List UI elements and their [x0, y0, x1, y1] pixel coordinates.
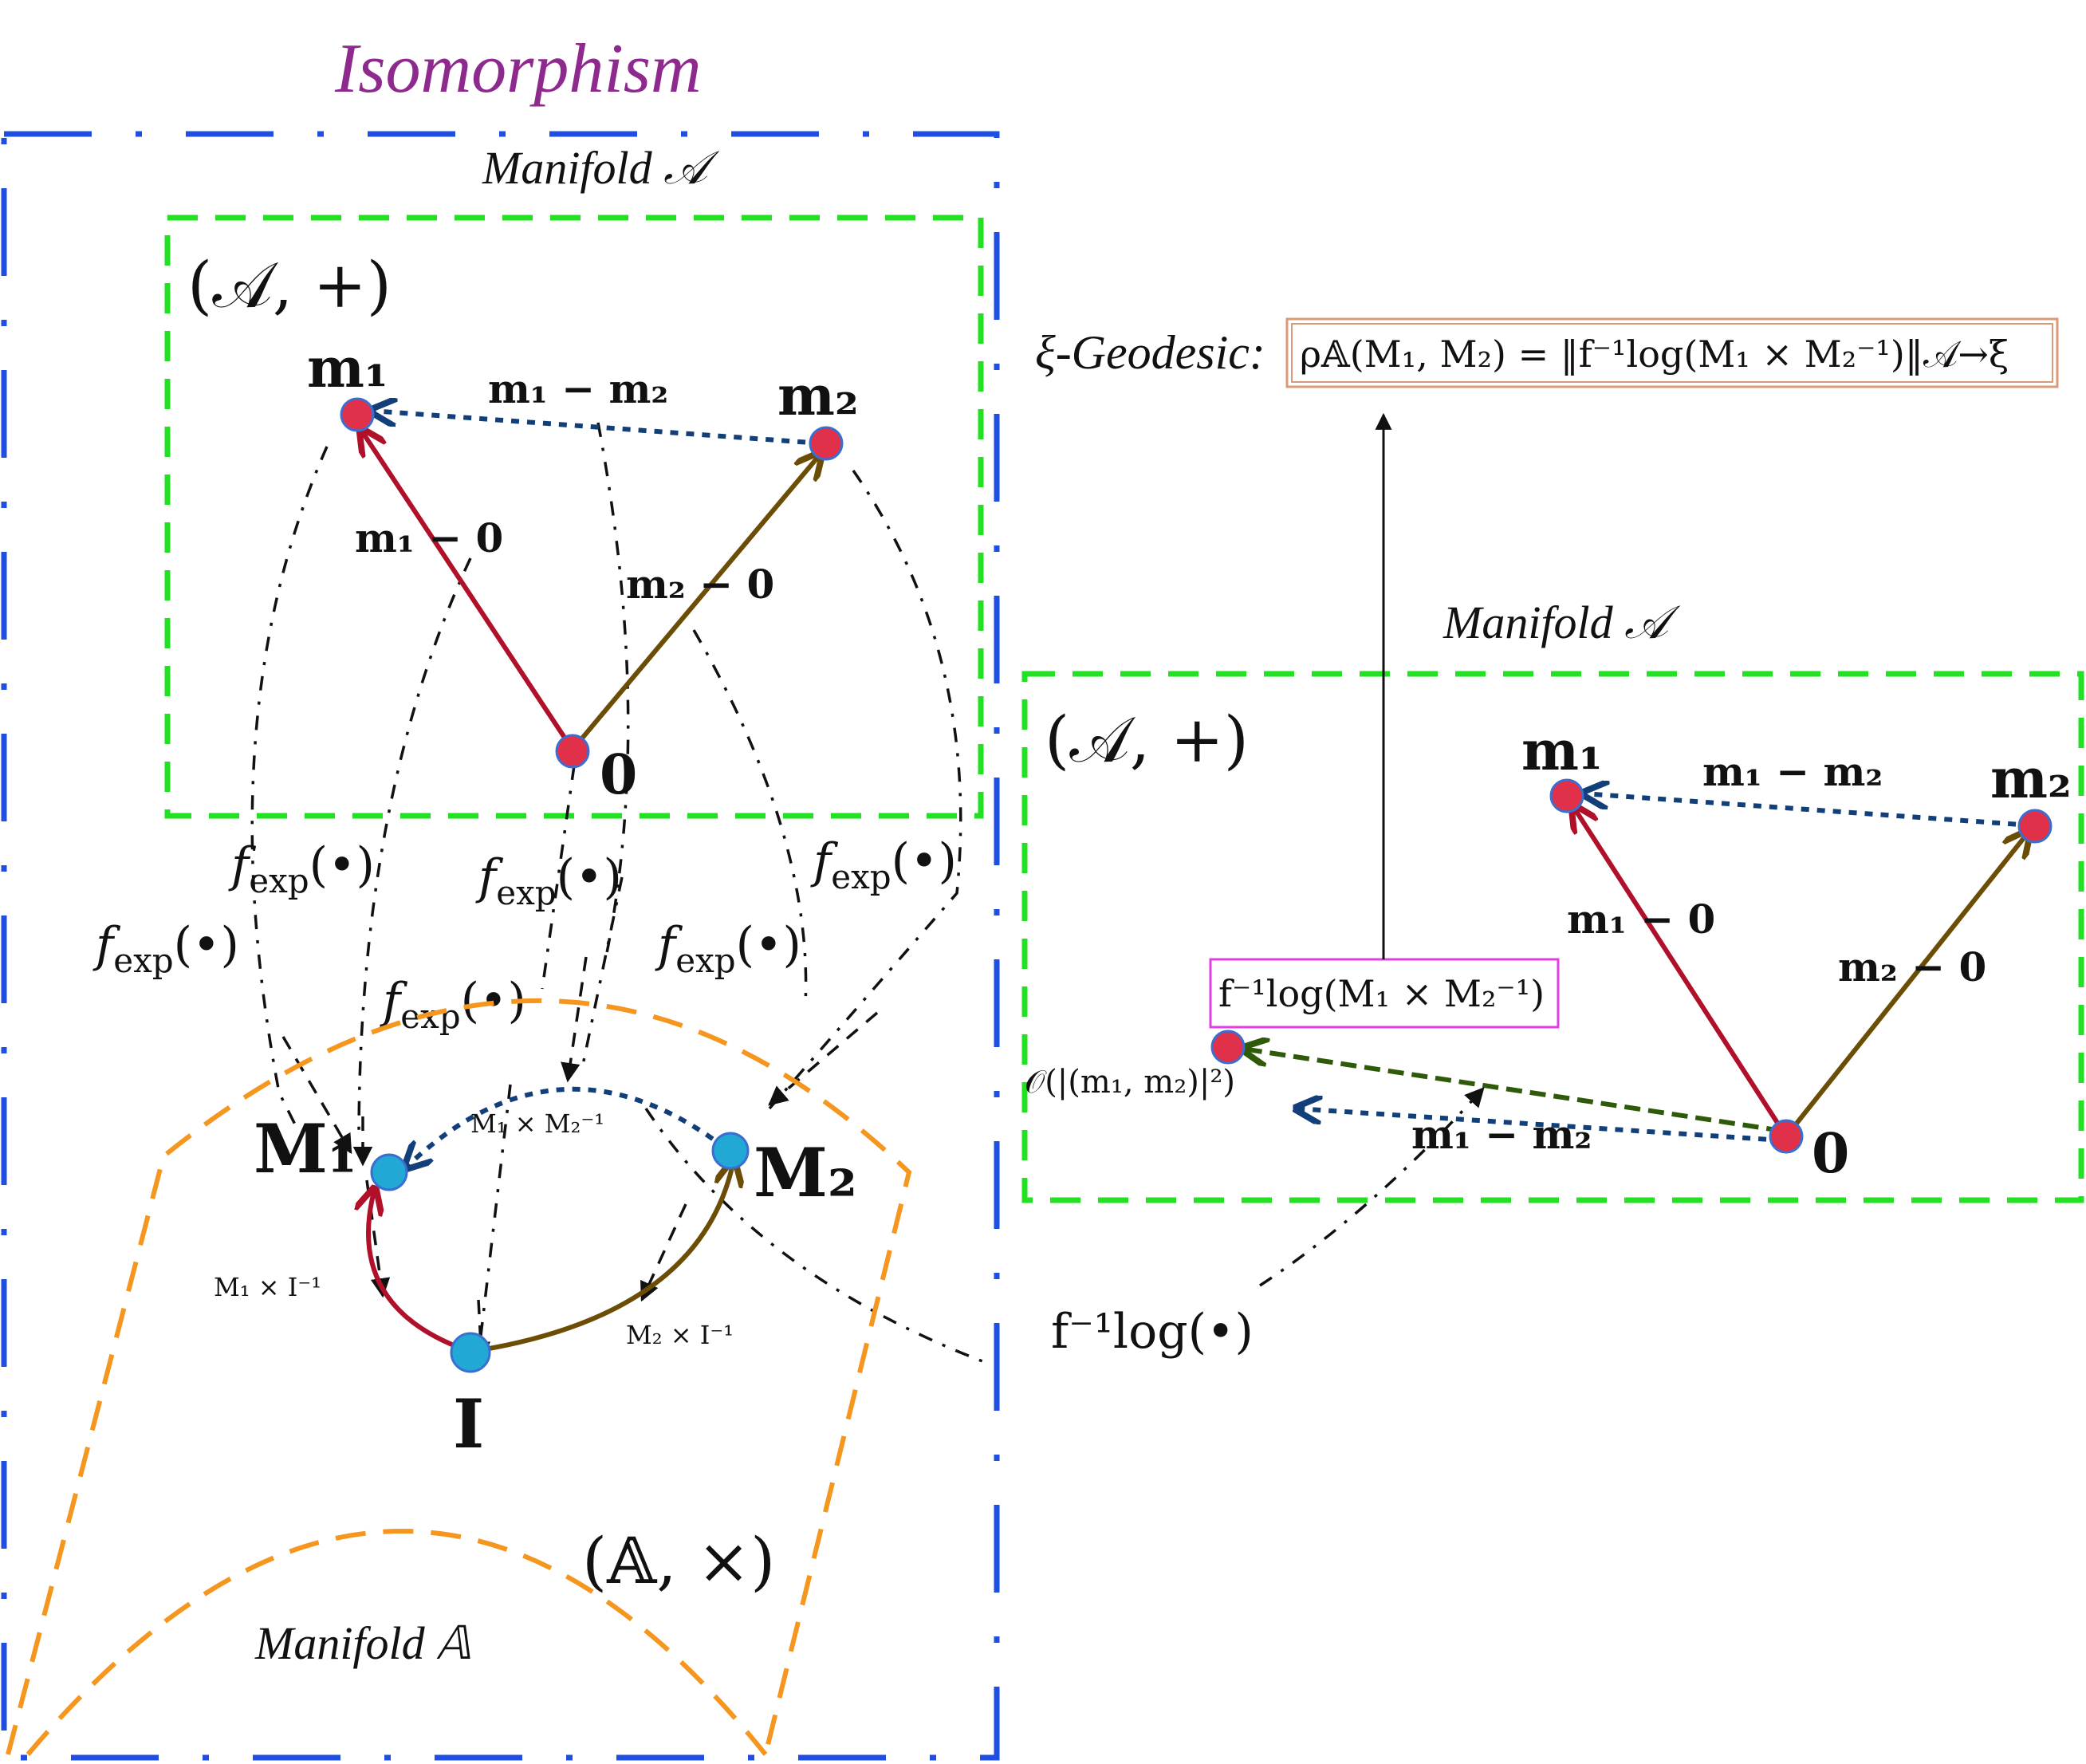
right-label-m2-minus-0: m₂ − 0	[1838, 943, 1986, 990]
right-manifold-label: Manifold 𝒜	[1442, 597, 1681, 648]
right-label-m1: m₁	[1521, 719, 1603, 783]
svg-text:fexp(•): fexp(•)	[655, 917, 801, 980]
svg-text:fexp(•): fexp(•)	[380, 973, 526, 1036]
label-M1xIinv: M₁ × I⁻¹	[214, 1272, 321, 1302]
left-projection-lines	[250, 422, 990, 1365]
svg-text:fexp(•): fexp(•)	[475, 849, 622, 912]
right-label-zero: 0	[1812, 1122, 1849, 1186]
right-tangent-frame	[1021, 671, 2084, 1203]
right-label-m1-minus-m2-bottom: m₁ − m₂	[1411, 1111, 1592, 1158]
outer-frame	[1, 131, 1000, 1761]
lie-group-label: (𝔸, ×)	[582, 1524, 775, 1598]
right-label-m2: m₂	[1990, 747, 2072, 811]
left-label-m1-minus-0: m₁ − 0	[355, 514, 503, 561]
label-M2xIinv: M₂ × I⁻¹	[626, 1320, 734, 1350]
right-node-zero	[1769, 1119, 1804, 1154]
left-node-m2	[809, 426, 844, 461]
flog-box	[1209, 958, 1560, 1029]
node-M1	[370, 1153, 408, 1191]
left-label-m2-minus-0: m₂ − 0	[626, 561, 774, 608]
blue-dotted-M2-to-M1	[405, 1086, 727, 1168]
left-label-m1: m₁	[307, 337, 388, 400]
label-I: I	[453, 1384, 484, 1463]
right-node-flog	[1210, 1030, 1246, 1065]
left-label-m2: m₂	[777, 364, 859, 428]
left-label-zero: 0	[600, 743, 637, 807]
left-projection-arrows	[281, 956, 879, 1362]
fexp-label: fexp(•)	[228, 837, 375, 900]
left-node-m1	[340, 397, 375, 432]
brown-curve-I-to-M2	[470, 1160, 734, 1354]
lie-manifold-label: Manifold 𝔸	[254, 1617, 470, 1669]
label-M2: M₂	[754, 1133, 857, 1212]
left-red-vector	[360, 429, 575, 751]
right-node-m2	[2017, 809, 2053, 844]
left-brown-vector	[570, 453, 821, 751]
node-M2	[711, 1132, 750, 1170]
fexp-label: fexp(•)	[380, 973, 526, 1036]
diagram-title: Isomorphism	[334, 30, 702, 108]
svg-text:fexp(•): fexp(•)	[810, 833, 957, 896]
fexp-label: fexp(•)	[475, 849, 622, 912]
fexp-label: fexp(•)	[92, 917, 239, 980]
geodesic-box-inner	[1291, 323, 2053, 383]
right-node-m1	[1549, 778, 1584, 813]
flog-box-text: f⁻¹log(M₁ × M₂⁻¹)	[1218, 972, 1545, 1015]
svg-text:fexp(•): fexp(•)	[92, 917, 239, 980]
label-M1: M₁	[254, 1109, 357, 1188]
label-M1xM2inv: M₁ × M₂⁻¹	[470, 1108, 604, 1139]
left-label-m1-minus-m2: m₁ − m₂	[488, 365, 668, 412]
right-brown-vector	[1784, 831, 2029, 1138]
left-group-label: (𝒜, +)	[187, 248, 392, 322]
left-blue-dotted-vector	[371, 411, 822, 446]
left-node-zero	[555, 734, 590, 769]
right-label-m1-minus-m2-top: m₁ − m₂	[1702, 748, 1883, 795]
geodesic-formula: ρ𝔸(M₁, M₂) = ‖f⁻¹log(M₁ × M₂⁻¹)‖𝒜→ξ	[1300, 333, 2009, 376]
right-green-dashed	[1242, 1049, 1783, 1133]
fexp-label: fexp(•)	[655, 917, 801, 980]
right-red-vector	[1572, 805, 1789, 1138]
lie-manifold-inner-arc	[26, 1529, 768, 1756]
red-curve-I-to-M1	[368, 1188, 471, 1354]
right-order-label: 𝒪(|(m₁, m₂)|²)	[1025, 1064, 1235, 1101]
right-group-label: (𝒜, +)	[1045, 703, 1249, 777]
right-blue-dotted-top	[1583, 793, 2033, 828]
geodesic-box	[1285, 317, 2059, 388]
left-tangent-frame	[164, 215, 984, 819]
flog-label: f⁻¹log(•)	[1051, 1304, 1254, 1360]
right-label-m1-minus-0: m₁ − 0	[1567, 896, 1715, 943]
node-I	[450, 1332, 491, 1373]
left-manifold-label: Manifold 𝒜	[482, 142, 720, 194]
svg-text:fexp(•): fexp(•)	[228, 837, 375, 900]
geodesic-prefix: ξ-Geodesic:	[1035, 326, 1265, 379]
right-blue-dotted-bottom	[1296, 1108, 1783, 1143]
lie-manifold-outline	[6, 998, 912, 1755]
fexp-label: fexp(•)	[810, 833, 957, 896]
